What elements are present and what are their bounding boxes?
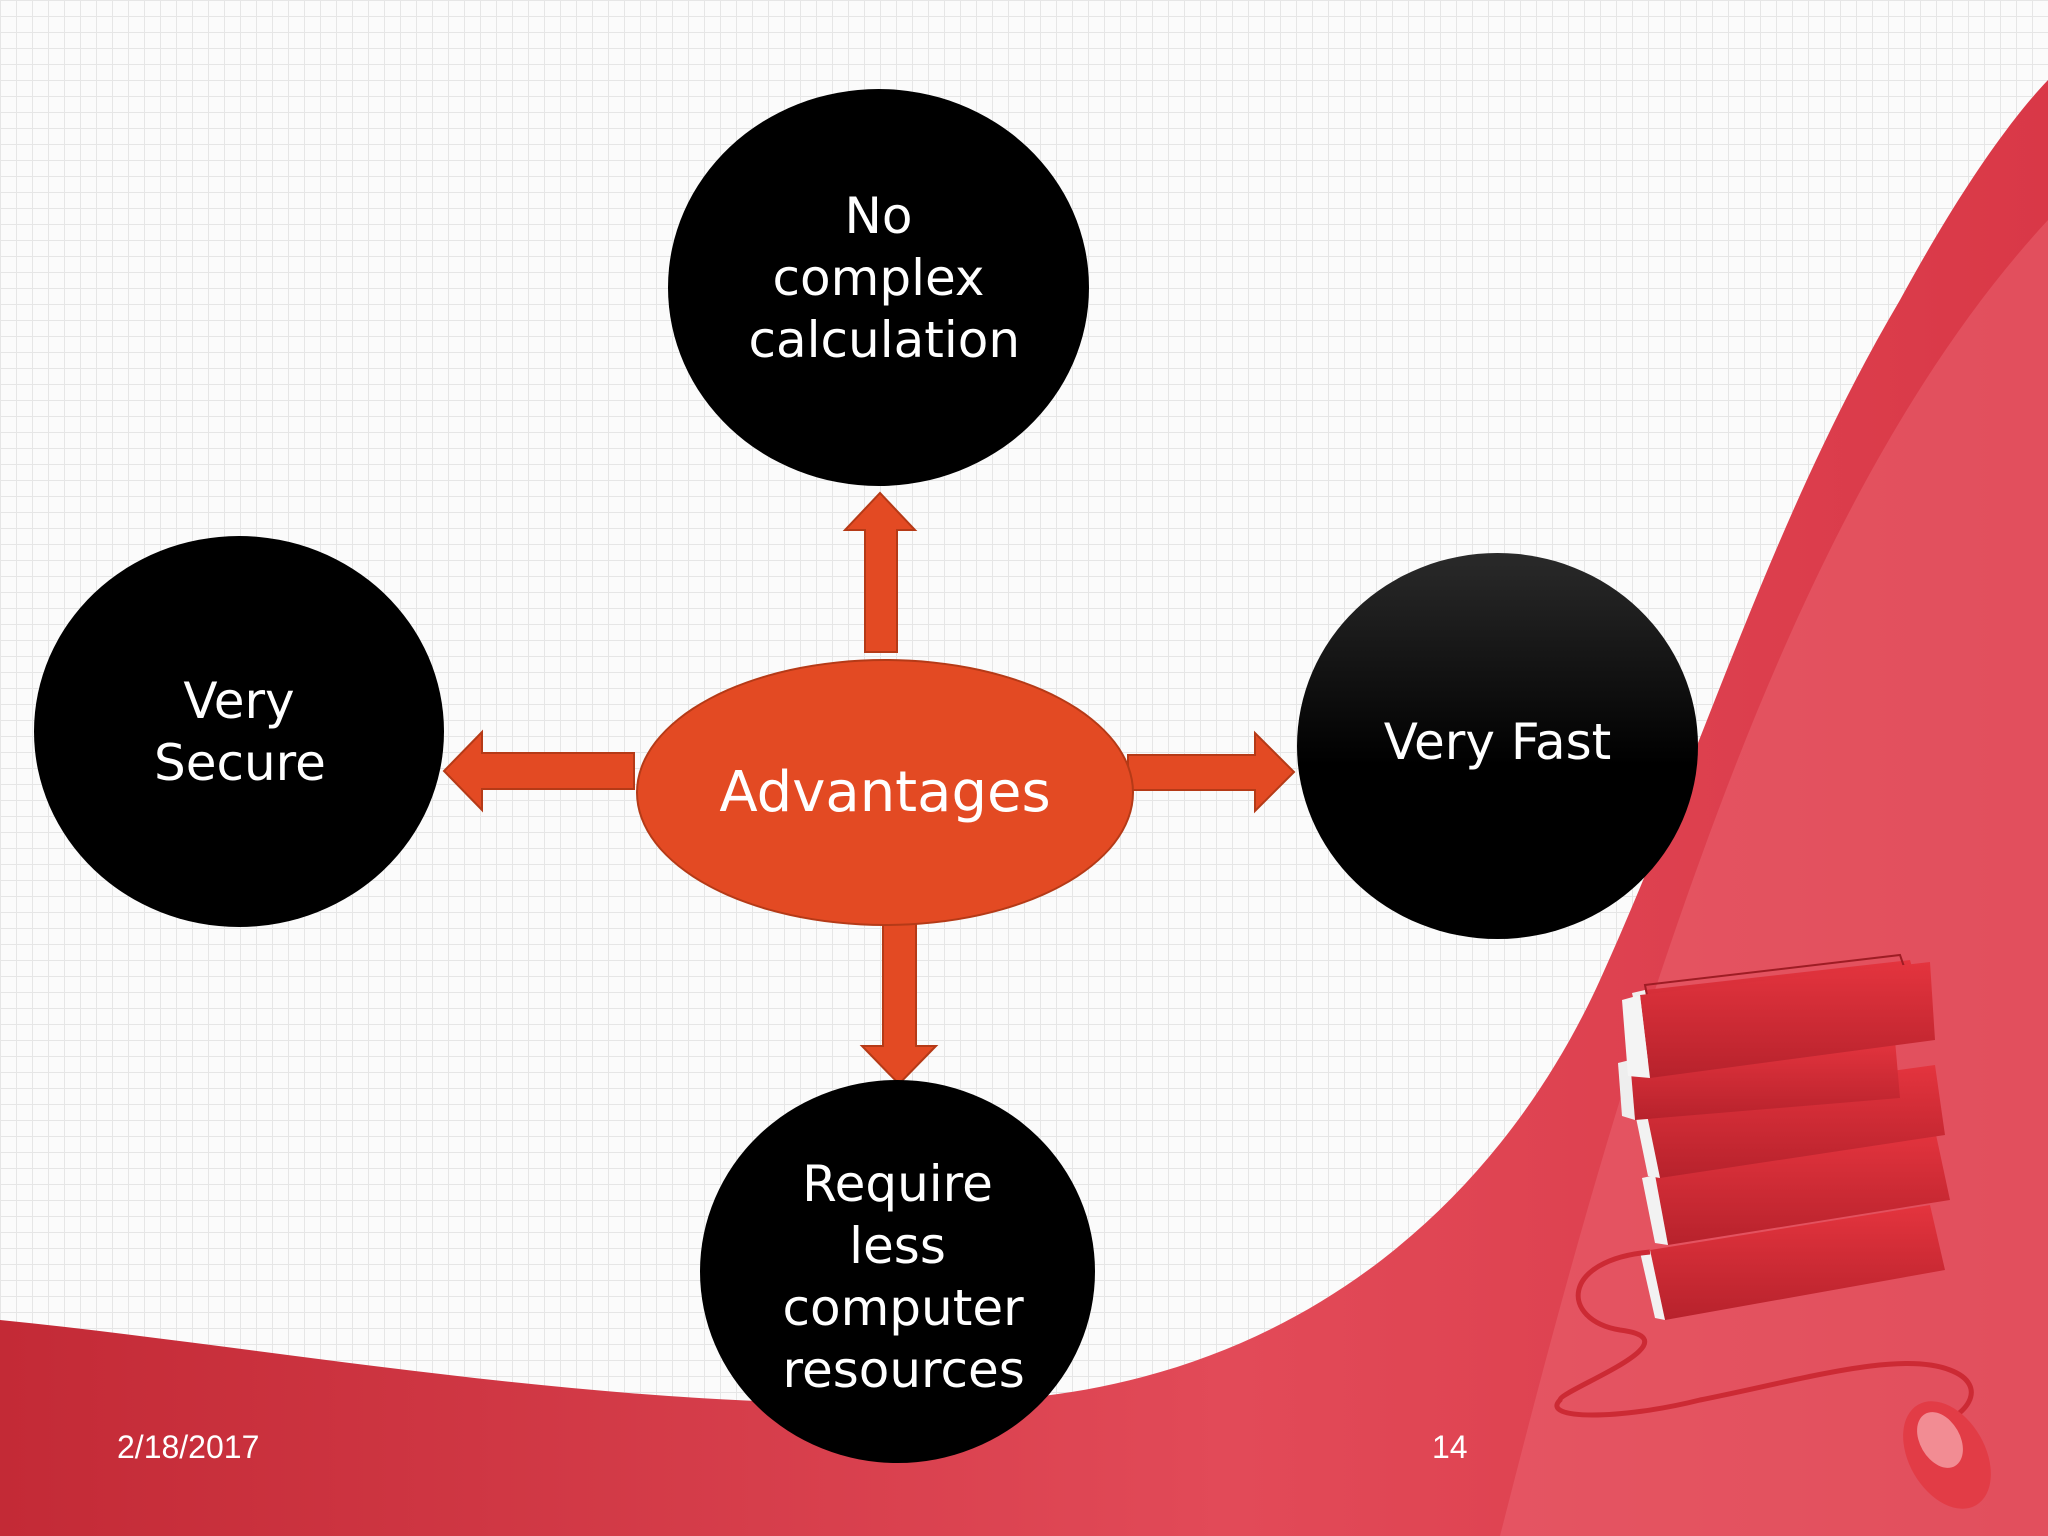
footer-date: 2/18/2017 (117, 1429, 260, 1465)
node-very-fast: Very Fast (1297, 553, 1698, 939)
center-label: Advantages (719, 760, 1051, 825)
node-label: Require less computer resources (782, 1154, 1025, 1399)
computer-mouse-image (1903, 1401, 1991, 1509)
center-advantages: Advantages (636, 659, 1134, 926)
node-require-less-resources: Require less computer resources (700, 1080, 1095, 1463)
node-very-secure: Very Secure (34, 536, 444, 927)
book-stack (1618, 953, 1950, 1320)
footer-page-number: 14 (1432, 1429, 1468, 1465)
node-label: Very Fast (1383, 713, 1612, 771)
arrow-up (842, 491, 918, 653)
node-label: No complex calculation (748, 186, 1021, 369)
arrow-left (442, 729, 635, 813)
mouse-cable (1554, 1249, 1974, 1433)
node-no-complex-calculation: No complex calculation (668, 89, 1089, 486)
node-label: Very Secure (154, 671, 326, 792)
arrow-down (859, 923, 939, 1086)
arrow-right (1127, 730, 1296, 814)
